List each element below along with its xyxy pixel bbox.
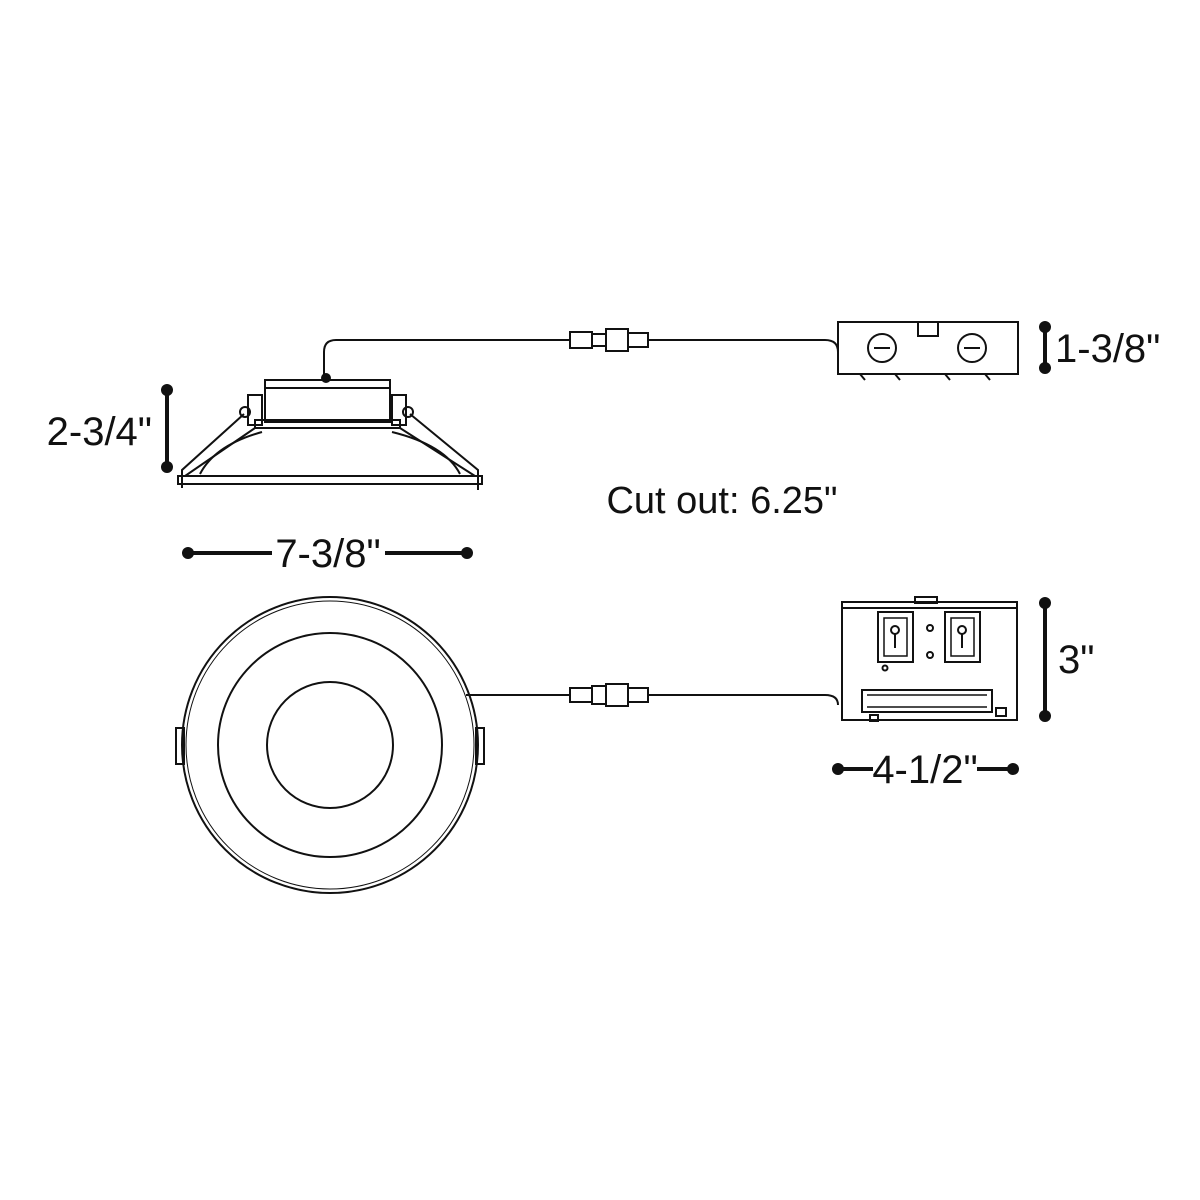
lens-circle [266, 681, 394, 809]
label-jbox-depth: 3" [1058, 638, 1094, 682]
top-connector-tail [627, 687, 649, 703]
top-connector-male [569, 687, 593, 703]
jbox-screw-2 [926, 651, 934, 659]
label-housing-height: 2-3/4" [47, 410, 152, 454]
side-connector-mid [591, 333, 607, 347]
side-view-cable [323, 328, 839, 378]
jbox-top-body [841, 601, 1018, 721]
jbox-screw-1 [926, 624, 934, 632]
side-view-downlight [177, 373, 483, 490]
jbox-wire-slot [861, 689, 993, 713]
reflector-cone [181, 427, 479, 477]
jbox-side-tab [917, 321, 939, 337]
jbox-side-knockout-left [867, 333, 897, 363]
top-connector-mid [591, 685, 607, 705]
trim-inner-ring [217, 632, 443, 858]
cone-shading-left [199, 431, 263, 475]
side-connector-female [605, 328, 629, 352]
label-jbox-height: 1-3/8" [1055, 327, 1160, 371]
jbox-top-tab [914, 596, 938, 604]
jbox-knockout-plate-left [877, 611, 914, 663]
side-connector-male [569, 331, 593, 349]
left-clip-bracket [247, 394, 263, 426]
jbox-side-knockout-right [957, 333, 987, 363]
right-spring-clip [409, 413, 479, 490]
side-connector-tail [627, 332, 649, 348]
right-clip-pivot [402, 406, 414, 418]
housing-top-box [264, 379, 391, 423]
right-clip-bracket [391, 394, 407, 426]
side-cable-right [648, 339, 839, 353]
label-trim-width: 7-3/8" [275, 532, 380, 576]
top-view-downlight [175, 596, 485, 894]
left-clip-pivot [239, 406, 251, 418]
top-view-junction-box [841, 596, 1018, 722]
top-view-cable [466, 683, 839, 707]
left-spring-clip [181, 413, 245, 488]
jbox-side-feet [859, 373, 991, 381]
top-right-clip [475, 727, 485, 765]
dimension-lines [161, 321, 1051, 775]
label-cutout: Cut out: 6.25" [606, 480, 837, 522]
jbox-knockout-plate-right [944, 611, 981, 663]
label-jbox-width: 4-1/2" [872, 748, 977, 792]
side-view-junction-box [837, 321, 1019, 381]
side-cable-left [323, 339, 570, 378]
trim-outer-ring [181, 596, 479, 894]
top-connector-female [605, 683, 629, 707]
cone-shading-right [391, 431, 461, 475]
trim-flange [177, 475, 483, 485]
top-left-clip [175, 727, 185, 765]
top-cable-right [648, 694, 839, 706]
jbox-side-body [837, 321, 1019, 375]
